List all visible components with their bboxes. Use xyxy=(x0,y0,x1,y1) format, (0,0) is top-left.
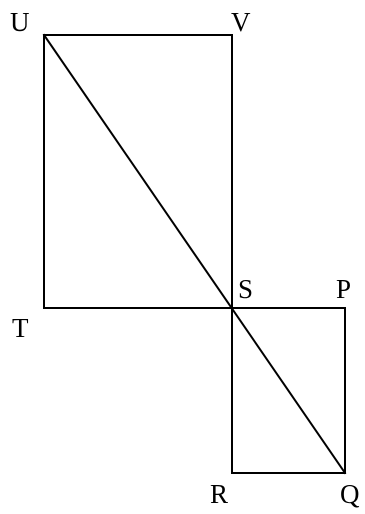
vertex-label-u: U xyxy=(10,7,30,37)
diagonal-uq xyxy=(42,33,347,475)
vertex-label-t: T xyxy=(12,313,29,343)
vertex-label-r: R xyxy=(210,479,228,509)
vertex-label-q: Q xyxy=(340,479,360,509)
vertex-label-v: V xyxy=(231,7,251,37)
vertex-label-s: S xyxy=(238,274,253,304)
vertex-label-p: P xyxy=(336,274,351,304)
